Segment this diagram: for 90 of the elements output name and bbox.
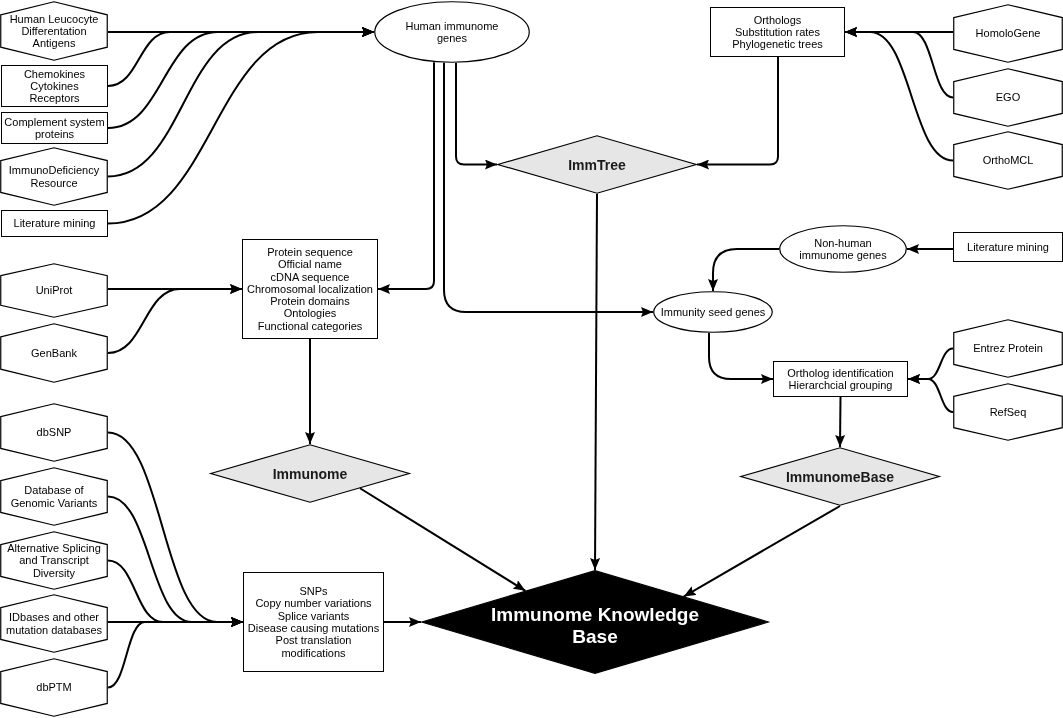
arrow bbox=[383, 617, 422, 627]
hexagon-node bbox=[953, 4, 1063, 63]
hexagon-node bbox=[953, 131, 1063, 190]
node-label: SNPs bbox=[299, 585, 328, 598]
node-label: Immunome Knowledge Base bbox=[490, 604, 700, 648]
node-label: Complement system proteins bbox=[4, 115, 105, 141]
process-box bbox=[242, 239, 378, 339]
ellipse-node bbox=[779, 225, 907, 273]
arrow bbox=[708, 331, 774, 384]
node-label: Orthologs bbox=[753, 13, 802, 26]
node-label: ImmunoDeficiency Resource bbox=[7, 164, 101, 189]
hexagon-node bbox=[953, 383, 1063, 441]
node-label: HomoloGene bbox=[975, 27, 1041, 40]
arrow bbox=[107, 27, 375, 225]
node-label: Alternative Splicing and Transcript Diversity bbox=[6, 542, 102, 579]
arrow bbox=[359, 487, 527, 592]
process-box bbox=[243, 572, 384, 672]
arrow bbox=[107, 284, 243, 354]
arrow bbox=[590, 193, 601, 571]
hexagon-node bbox=[0, 531, 108, 590]
decision-diamond bbox=[497, 135, 697, 194]
arrow bbox=[682, 505, 841, 598]
node-label: ImmunomeBase bbox=[785, 468, 895, 485]
arrow bbox=[443, 61, 654, 317]
node-label: UniProt bbox=[35, 284, 73, 297]
node-label: dbSNP bbox=[36, 426, 72, 439]
node-label: Protein sequence bbox=[267, 245, 353, 259]
process-box bbox=[710, 7, 845, 57]
arrow bbox=[906, 244, 954, 254]
node-label: RefSeq bbox=[989, 405, 1027, 419]
node-label: Splice variants bbox=[277, 609, 350, 622]
hexagon-node bbox=[0, 658, 108, 717]
arrow bbox=[907, 374, 954, 413]
hexagon-node bbox=[0, 147, 108, 206]
node-label: Substitution rates bbox=[735, 25, 820, 39]
node-label: Human immunome genes bbox=[404, 19, 500, 45]
hexagon-node bbox=[0, 323, 108, 383]
arrow bbox=[844, 27, 954, 162]
node-label: Immunome bbox=[272, 465, 348, 482]
arrow bbox=[835, 396, 846, 448]
ellipse-node bbox=[374, 1, 530, 63]
node-label: Ortholog identification bbox=[787, 366, 894, 379]
decision-diamond bbox=[421, 570, 769, 674]
arrow bbox=[305, 338, 315, 445]
node-label: Database of Genomic Variants bbox=[9, 484, 99, 509]
hexagon-node bbox=[0, 263, 108, 318]
arrow bbox=[708, 248, 780, 292]
node-label: GenBank bbox=[31, 346, 77, 360]
decision-diamond bbox=[210, 444, 410, 503]
node-label: IDbases and other mutation databases bbox=[5, 611, 103, 636]
node-label: Official name bbox=[278, 258, 342, 271]
arrow bbox=[455, 61, 498, 170]
process-box bbox=[953, 232, 1063, 262]
node-label: Receptors bbox=[29, 92, 80, 105]
node-label: Chemokines bbox=[23, 67, 86, 80]
hexagon-node bbox=[953, 68, 1063, 127]
ellipse-node bbox=[653, 291, 773, 333]
node-label: ImmTree bbox=[568, 156, 626, 173]
arrow bbox=[696, 56, 779, 170]
node-label: Post translation modifications bbox=[274, 634, 353, 659]
node-label: Copy number variations bbox=[255, 597, 372, 610]
node-label: EGO bbox=[995, 91, 1021, 104]
decision-diamond bbox=[740, 447, 940, 506]
node-label: Disease causing mutations bbox=[247, 622, 380, 635]
node-label: cDNA sequence bbox=[270, 270, 350, 283]
hexagon-node bbox=[0, 594, 108, 653]
node-label: OrthoMCL bbox=[982, 154, 1034, 167]
node-label: Immunity seed genes bbox=[660, 305, 766, 319]
node-label: Human Leucocyte Differentation Antigens bbox=[8, 12, 100, 50]
hexagon-node bbox=[0, 403, 108, 462]
process-box bbox=[1, 65, 108, 107]
hexagon-node bbox=[953, 319, 1063, 378]
hexagon-node bbox=[0, 1, 108, 61]
node-label: Phylogenetic trees bbox=[732, 38, 823, 51]
arrow bbox=[107, 617, 244, 689]
node-label: Protein domains bbox=[270, 295, 350, 308]
node-label: Literature mining bbox=[13, 217, 96, 230]
node-label: Functional categories bbox=[257, 319, 363, 333]
node-label: Chromosomal localization bbox=[247, 282, 373, 296]
node-label: Literature mining bbox=[967, 240, 1049, 254]
node-label: Ontologies bbox=[283, 307, 337, 320]
process-box bbox=[1, 210, 108, 237]
hexagon-node bbox=[0, 467, 108, 526]
node-label: Non-human immunome genes bbox=[798, 236, 888, 262]
node-label: dbPTM bbox=[36, 681, 72, 694]
node-label: Cytokines bbox=[30, 79, 79, 93]
process-box bbox=[773, 361, 908, 397]
node-label: Hierarchcial grouping bbox=[788, 379, 893, 392]
arrow bbox=[377, 61, 435, 294]
node-label: Entrez Protein bbox=[973, 342, 1043, 355]
